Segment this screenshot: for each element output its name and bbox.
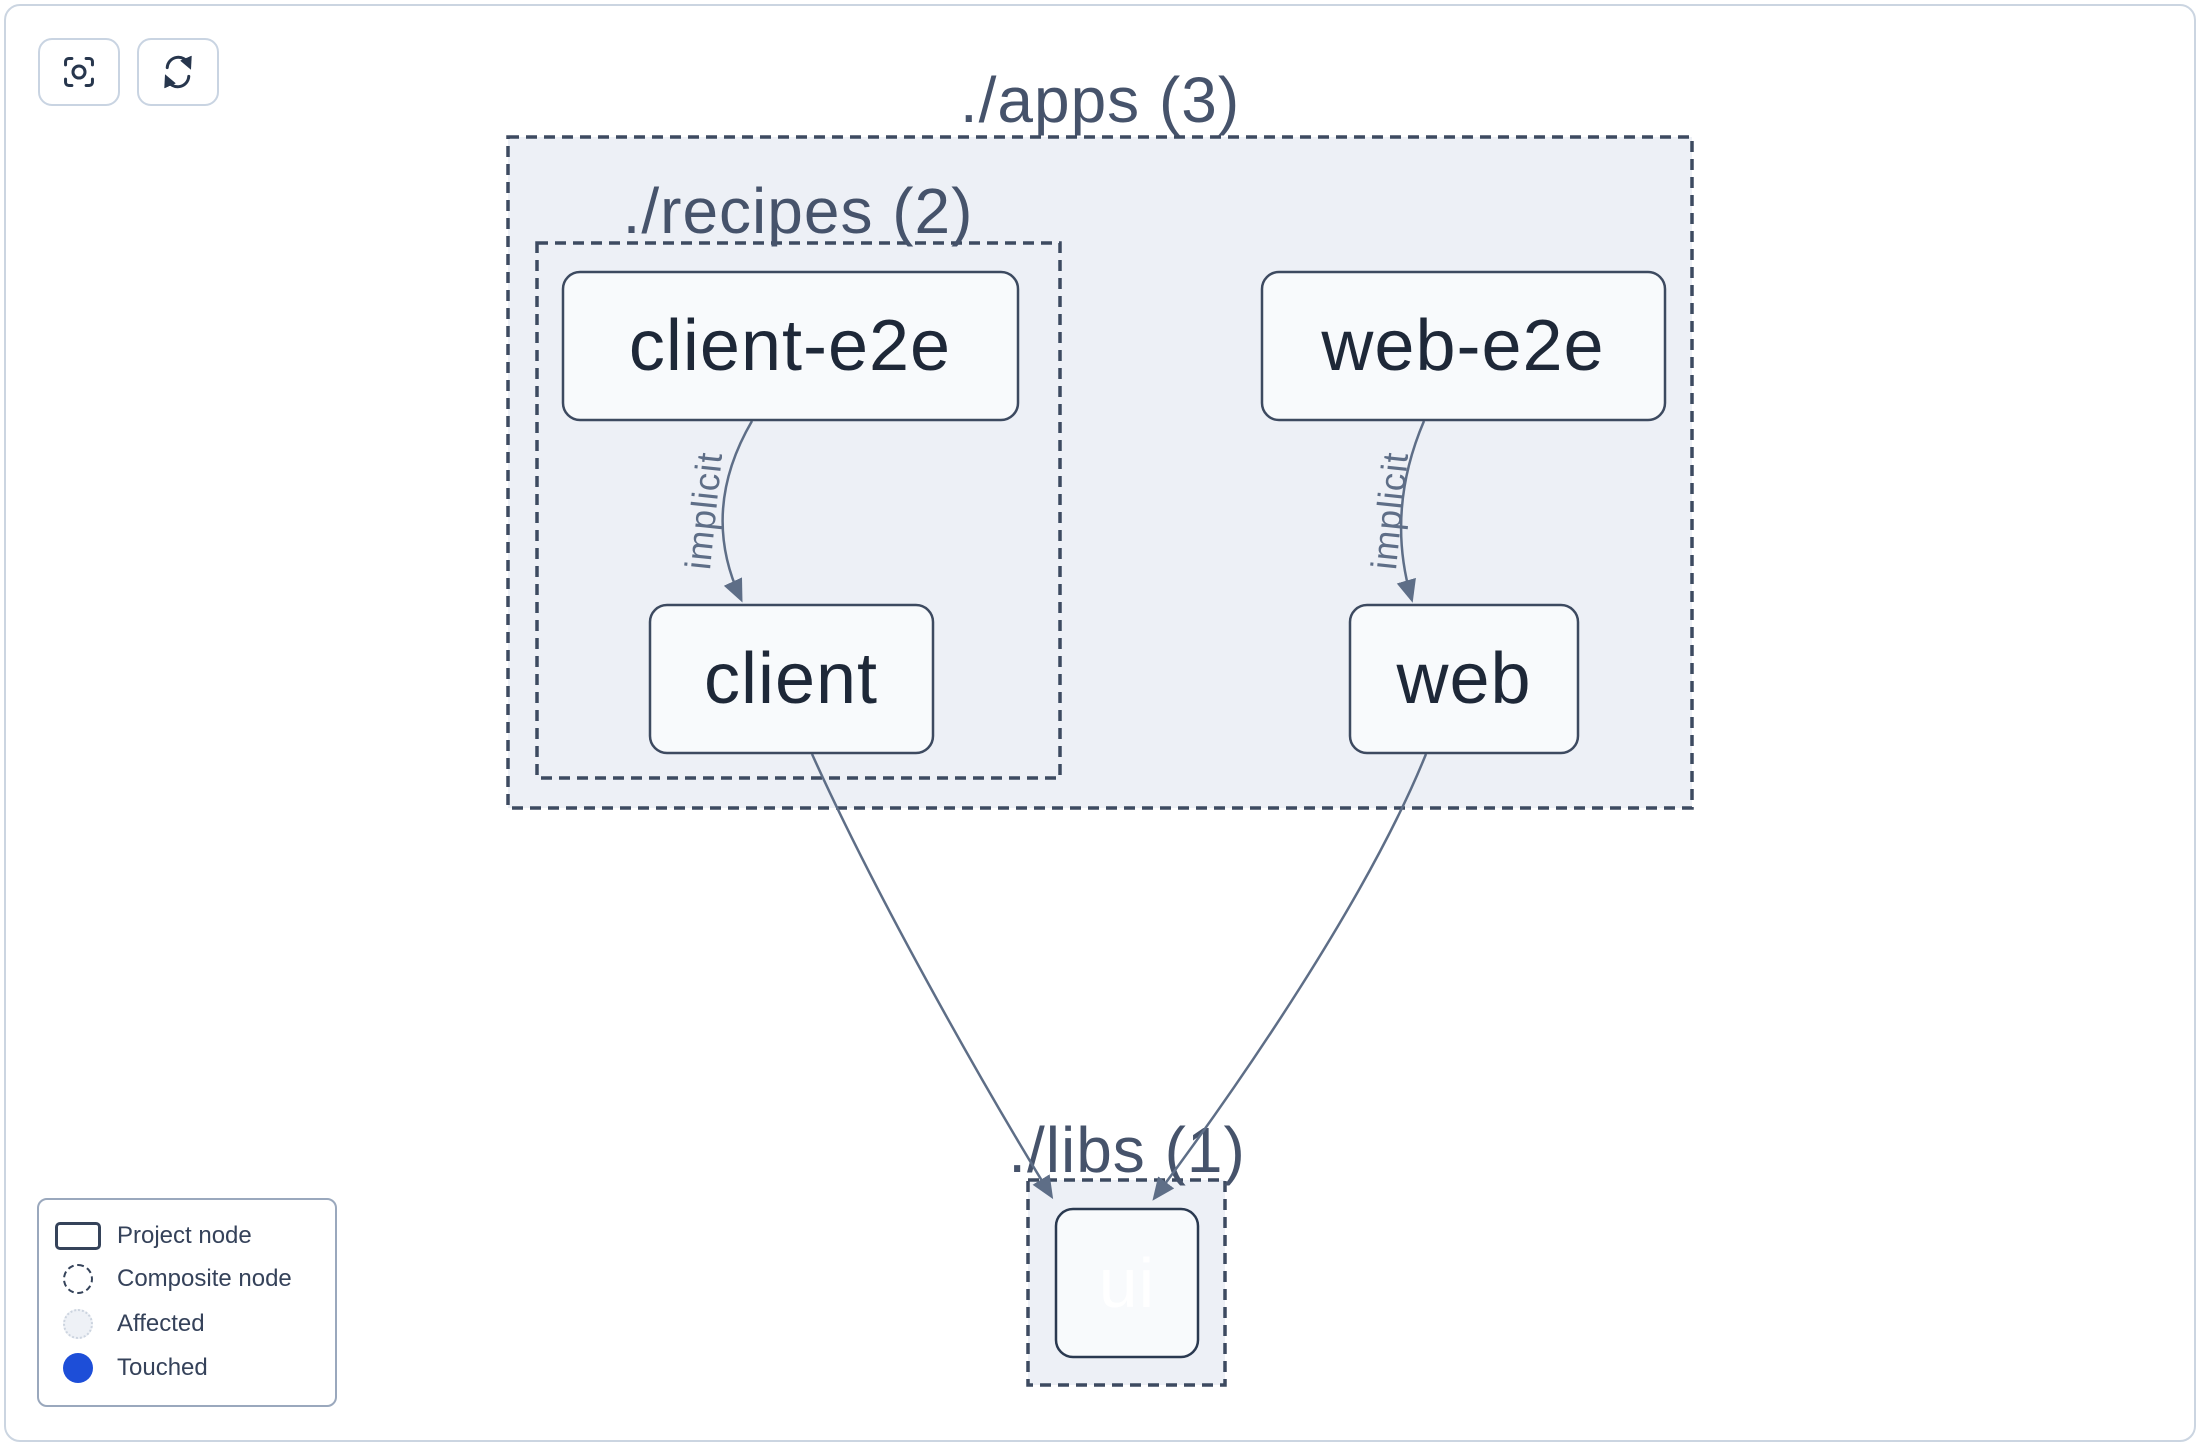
- edge-web-ui[interactable]: [1152, 753, 1428, 1201]
- composite-label-recipes: ./recipes (2): [623, 175, 974, 247]
- legend-label: Composite node: [117, 1265, 292, 1293]
- composite-label-libs: ./libs (1): [1008, 1114, 1246, 1186]
- legend-label: Project node: [117, 1222, 252, 1250]
- center-graph-button[interactable]: [38, 38, 120, 106]
- project-node-web-e2e[interactable]: web-e2e: [1260, 270, 1667, 422]
- legend-label: Affected: [117, 1309, 205, 1337]
- legend: Project node Composite node Affected Tou…: [37, 1198, 337, 1407]
- project-node-client-e2e[interactable]: client-e2e: [561, 270, 1020, 422]
- focus-icon: [64, 57, 94, 87]
- node-label-client: client: [704, 639, 878, 719]
- legend-item-project-node: Project node: [39, 1222, 335, 1251]
- touched-swatch: [63, 1352, 93, 1383]
- composite-node-swatch: [63, 1264, 93, 1295]
- node-label-ui: ui: [1099, 1244, 1155, 1322]
- composite-label-apps: ./apps (3): [960, 64, 1240, 136]
- node-label-client-e2e: client-e2e: [629, 306, 951, 386]
- project-node-web[interactable]: web: [1348, 603, 1580, 755]
- legend-item-affected: Affected: [39, 1308, 335, 1339]
- project-node-swatch: [55, 1222, 101, 1251]
- edge-web-e2e-web[interactable]: [1396, 420, 1426, 603]
- refresh-graph-button[interactable]: [137, 38, 219, 106]
- legend-item-composite-node: Composite node: [39, 1264, 335, 1295]
- refresh-icon: [164, 55, 192, 89]
- edge-client-e2e-client[interactable]: [721, 420, 754, 603]
- legend-item-touched: Touched: [39, 1352, 335, 1383]
- project-node-client[interactable]: client: [648, 603, 935, 755]
- edge-client-ui[interactable]: [810, 753, 1054, 1200]
- affected-swatch: [63, 1308, 93, 1339]
- legend-label: Touched: [117, 1353, 208, 1381]
- node-label-web: web: [1395, 639, 1531, 719]
- project-node-ui-touched[interactable]: ui: [1054, 1207, 1200, 1359]
- node-label-web-e2e: web-e2e: [1320, 306, 1604, 386]
